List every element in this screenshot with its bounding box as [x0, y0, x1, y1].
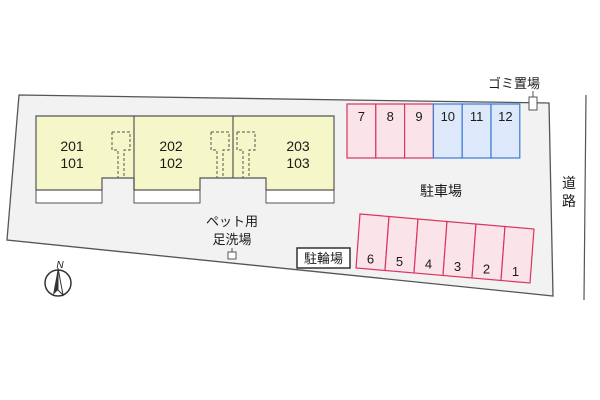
bicycle-parking: 駐輪場: [296, 247, 351, 269]
pet-wash-label-line1: ペット用: [206, 214, 258, 229]
garbage-area: ゴミ置場: [488, 76, 540, 111]
building-block: 201 101 202 102 203 103: [35, 115, 335, 204]
parking-space-number: 12: [498, 109, 512, 124]
unit-label-upper: 202: [159, 138, 183, 154]
parking-space-number: 2: [483, 261, 490, 276]
parking-space-number: 8: [387, 109, 394, 124]
pet-wash-box: [227, 251, 237, 260]
garbage-box: [528, 96, 538, 111]
parking-space-number: 7: [358, 109, 365, 124]
parking-row-upper: 7 8 9 10 11 12: [346, 103, 521, 159]
building-outline: [35, 115, 335, 191]
parking-lot-label: 駐車場: [420, 183, 462, 199]
bicycle-parking-label: 駐輪場: [304, 251, 343, 266]
stair-dashed: [111, 131, 131, 178]
unit-label-upper: 203: [286, 138, 310, 154]
parking-space-number: 5: [396, 254, 403, 269]
parking-space: [490, 103, 521, 159]
stair-dashed: [236, 131, 256, 178]
pet-foot-wash: ペット用 足洗場: [206, 214, 258, 260]
balcony-strip: [35, 189, 103, 204]
parking-row-lower: 6 5 4 3 2 1: [355, 213, 535, 284]
north-label: N: [56, 260, 64, 271]
bicycle-parking-box: [296, 247, 351, 269]
pet-wash-label-line2: 足洗場: [212, 232, 251, 247]
north-pointer-icon: [53, 268, 58, 295]
north-arrow: N: [44, 260, 72, 297]
parking-space-number: 3: [454, 259, 461, 274]
parking-space-number: 6: [367, 251, 374, 266]
stair-dashed: [210, 131, 230, 178]
parking-space: [500, 225, 535, 284]
parking-space-number: 4: [425, 256, 432, 271]
road-label-char: 路: [562, 193, 576, 209]
unit-label-lower: 101: [60, 155, 84, 171]
unit-label-lower: 103: [286, 155, 310, 171]
balcony-strip: [265, 189, 335, 204]
parking-space-number: 11: [470, 109, 484, 124]
parking-space-number: 9: [415, 109, 422, 124]
parking-space-number: 10: [441, 109, 455, 124]
balcony-strip: [133, 189, 201, 204]
parking-space: [461, 103, 492, 159]
road-label-char: 道: [562, 175, 576, 191]
unit-label-lower: 102: [159, 155, 183, 171]
garbage-label: ゴミ置場: [488, 76, 540, 91]
parking-space: [346, 103, 377, 159]
parking-space-number: 1: [512, 264, 519, 279]
north-pointer-outline: [57, 267, 64, 297]
road-edge: [583, 94, 587, 301]
unit-label-upper: 201: [60, 138, 84, 154]
